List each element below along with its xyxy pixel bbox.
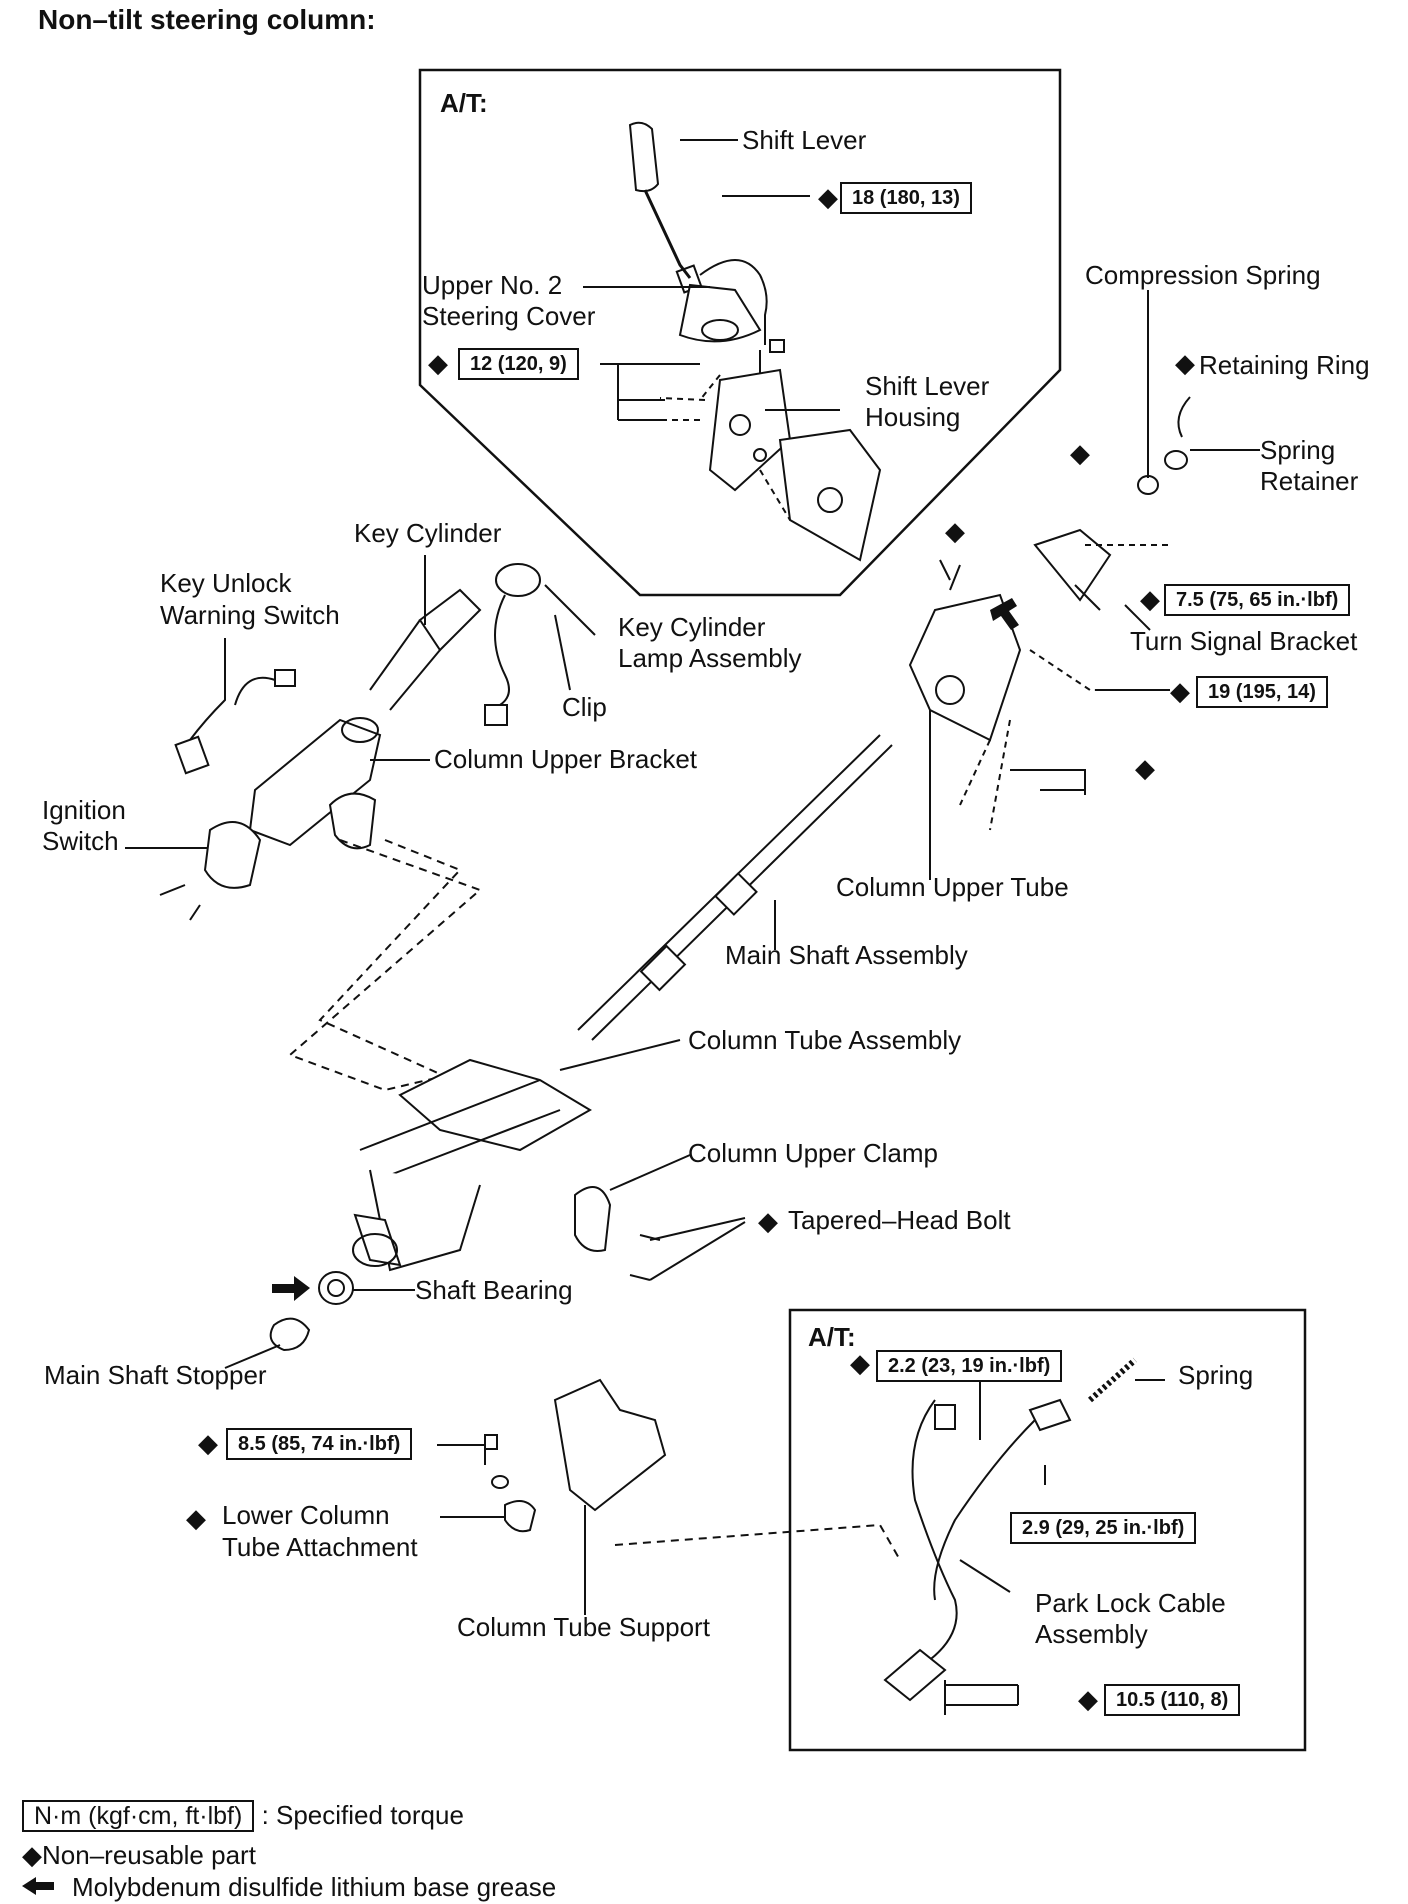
column-tube-assembly-part	[352, 1039, 681, 1272]
label-column-tube-support: Column Tube Support	[457, 1612, 710, 1642]
upper-at-panel-outline	[418, 68, 1062, 597]
main-shaft-stopper-part	[224, 1317, 311, 1369]
legend-diamond: ◆	[22, 1840, 42, 1870]
label-retaining-ring: Retaining Ring	[1199, 350, 1370, 380]
label-shift-housing-2: Housing	[865, 402, 961, 432]
label-main-shaft: Main Shaft Assembly	[725, 940, 968, 970]
label-column-upper-tube: Column Upper Tube	[836, 872, 1069, 902]
turn-signal-part	[1033, 528, 1170, 631]
compression-spring-part	[1137, 290, 1260, 495]
label-column-upper-clamp: Column Upper Clamp	[688, 1138, 938, 1168]
diamond-t105: ◆	[1078, 1684, 1098, 1714]
label-compression-spring: Compression Spring	[1085, 260, 1321, 290]
diamond-t85: ◆	[198, 1428, 218, 1458]
grease-arrow-upper-tube	[990, 598, 1019, 630]
grease-arrows	[22, 598, 1019, 1895]
diamond-t75: ◆	[1140, 584, 1160, 614]
label-turn-signal: Turn Signal Bracket	[1130, 626, 1358, 656]
park-lock-cable-part	[883, 1365, 1072, 1715]
torque-box-t22: 2.2 (23, 19 in.·lbf)	[876, 1350, 1063, 1382]
legend-torque: N·m (kgf·cm, ft·lbf) : Specified torque	[22, 1800, 464, 1832]
label-upper-cover-2: Steering Cover	[422, 301, 596, 331]
torque-box-t29: 2.9 (29, 25 in.·lbf)	[1010, 1512, 1197, 1544]
label-key-lamp-1: Key Cylinder	[618, 612, 766, 642]
label-ignition-1: Ignition	[42, 795, 126, 825]
label-spring-retainer-1: Spring	[1260, 435, 1336, 465]
column-upper-tube-part	[908, 559, 1170, 880]
legend-torque-box: N·m (kgf·cm, ft·lbf)	[22, 1800, 255, 1832]
key-lamp-part	[484, 563, 596, 726]
label-spring: Spring	[1178, 1360, 1254, 1390]
upper-cover-part	[678, 283, 762, 343]
shift-lever-part	[628, 121, 785, 405]
label-ignition-2: Switch	[42, 826, 119, 856]
column-upper-clamp-part	[574, 1154, 746, 1281]
label-key-unlock-2: Warning Switch	[160, 600, 340, 630]
diamond-lower-attach: ◆	[186, 1503, 206, 1533]
label-key-unlock-1: Key Unlock	[160, 568, 292, 598]
legend-nonreusable: ◆Non–reusable part	[22, 1840, 256, 1871]
diamond-t19: ◆	[1170, 676, 1190, 706]
label-key-lamp-2: Lamp Assembly	[618, 643, 802, 673]
label-column-upper-bracket: Column Upper Bracket	[434, 744, 697, 774]
torque-box-t18: 18 (180, 13)	[840, 182, 972, 214]
label-park-lock-2: Assembly	[1035, 1619, 1148, 1649]
label-spring-retainer-2: Retainer	[1260, 466, 1359, 496]
spring-part	[1088, 1357, 1165, 1403]
label-lower-attach-1: Lower Column	[222, 1500, 390, 1530]
diamond-bolt-top: ◆	[1070, 438, 1090, 468]
main-shaft-part	[577, 734, 893, 1041]
column-tube-support-part	[553, 1378, 901, 1615]
diamond-retaining-ring: ◆	[1175, 348, 1195, 378]
diamond-t18: ◆	[818, 182, 838, 212]
label-clip: Clip	[562, 692, 607, 722]
column-upper-bracket-part	[248, 717, 430, 850]
key-unlock-part	[174, 638, 296, 775]
lower-at-panel-outline	[788, 1308, 1307, 1752]
label-main-shaft-stopper: Main Shaft Stopper	[44, 1360, 267, 1390]
label-shift-housing-1: Shift Lever	[865, 371, 990, 401]
lower-at-label: A/T:	[808, 1322, 856, 1352]
shaft-bearing-part	[318, 1271, 415, 1305]
label-shaft-bearing: Shaft Bearing	[415, 1275, 573, 1305]
label-upper-cover-1: Upper No. 2	[422, 270, 563, 300]
torque-box-t12: 12 (120, 9)	[458, 348, 579, 380]
torque-box-t75: 7.5 (75, 65 in.·lbf)	[1164, 584, 1351, 616]
grease-arrow-bearing	[272, 1276, 310, 1301]
page-title: Non–tilt steering column:	[38, 4, 376, 35]
diamond-t22: ◆	[850, 1348, 870, 1378]
torque-box-t105: 10.5 (110, 8)	[1104, 1684, 1241, 1716]
lower-attachment-part	[437, 1434, 537, 1533]
ignition-switch-part	[125, 821, 262, 921]
diamond-t12: ◆	[428, 348, 448, 378]
label-column-tube-assy: Column Tube Assembly	[688, 1025, 962, 1055]
upper-at-label: A/T:	[440, 88, 488, 118]
torque-box-t85: 8.5 (85, 74 in.·lbf)	[226, 1428, 413, 1460]
label-shift-lever: Shift Lever	[742, 125, 867, 155]
legend-torque-desc: : Specified torque	[261, 1800, 464, 1830]
label-park-lock-1: Park Lock Cable	[1035, 1588, 1226, 1618]
legend-grease-text: Molybdenum disulfide lithium base grease	[72, 1872, 557, 1902]
grease-arrow-legend	[22, 1877, 54, 1895]
diamond-tapered-bolt: ◆	[758, 1206, 778, 1236]
legend-nonreusable-text: Non–reusable part	[42, 1840, 256, 1870]
diamond-upper-tube-bolts: ◆	[1135, 753, 1155, 783]
torque-box-t19: 19 (195, 14)	[1196, 676, 1328, 708]
key-cylinder-part	[369, 555, 482, 711]
label-tapered-bolt: Tapered–Head Bolt	[788, 1205, 1011, 1235]
label-key-cylinder: Key Cylinder	[354, 518, 502, 548]
label-lower-attach-2: Tube Attachment	[222, 1532, 418, 1562]
diamond-bolt-left: ◆	[945, 516, 965, 546]
shift-housing-part	[708, 368, 882, 562]
